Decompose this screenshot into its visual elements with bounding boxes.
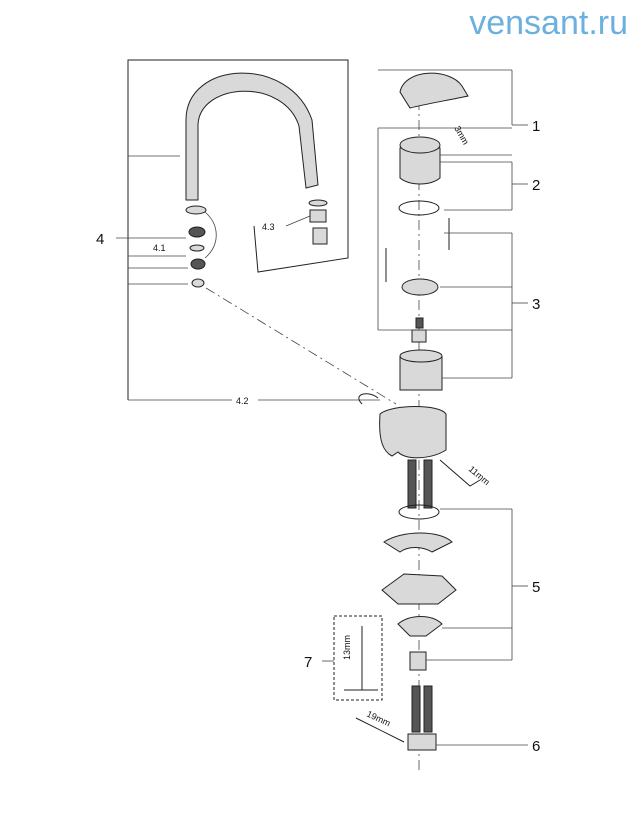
body-stack: [355, 72, 481, 770]
dim-13mm: 13mm: [342, 635, 352, 660]
callout-4-2: 4.2: [236, 396, 249, 406]
o-ring: [398, 200, 440, 216]
spout: [185, 72, 319, 201]
faucet-body: [379, 406, 447, 459]
dim-11mm: 11mm: [467, 464, 492, 487]
callout-3: 3: [532, 296, 540, 313]
lever-handle: [399, 72, 469, 109]
callout-2: 2: [532, 177, 540, 194]
spout-group: [116, 59, 397, 405]
callout-7: 7: [304, 654, 312, 671]
callout-1: 1: [532, 118, 540, 135]
watermark-text: vensant.ru: [469, 4, 628, 42]
cap: [399, 147, 441, 185]
callout-5: 5: [532, 579, 540, 596]
tool-box-7: [322, 615, 383, 701]
callout-leaders: [377, 69, 528, 746]
dim-3mm: 3mm: [452, 124, 471, 146]
callout-6: 6: [532, 738, 540, 755]
callout-4-3: 4.3: [262, 222, 275, 232]
callout-4-1: 4.1: [153, 243, 166, 253]
callout-4: 4: [96, 231, 104, 248]
dim-19mm: 19mm: [365, 709, 392, 729]
